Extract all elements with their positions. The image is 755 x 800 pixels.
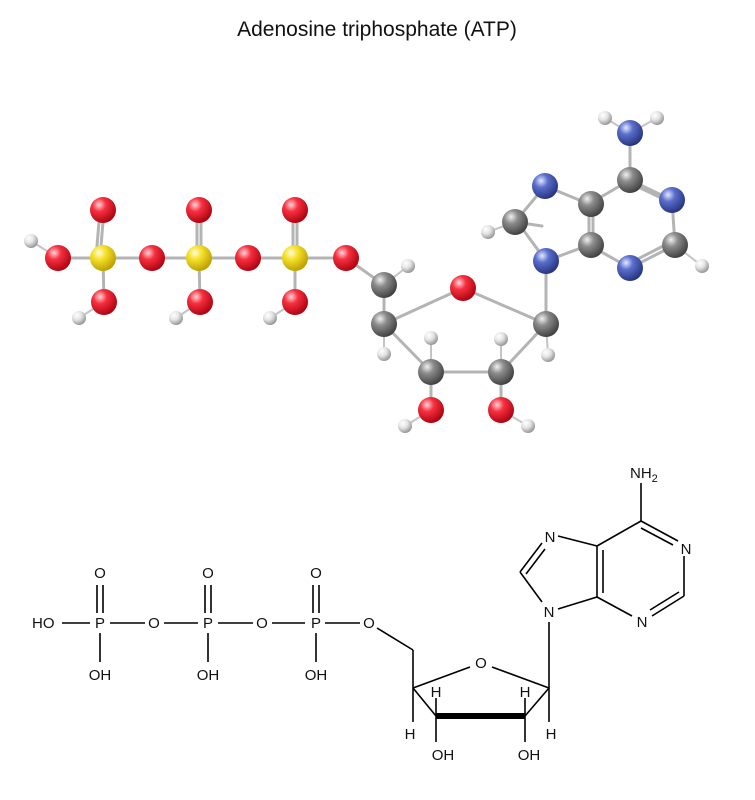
atom-oxygen <box>45 245 71 271</box>
structural-formula: HO P O OH O P O OH O P O OH O O H H H H … <box>32 465 691 764</box>
atom-hydrogen <box>424 331 438 345</box>
ball-and-stick-model <box>24 111 709 433</box>
atom-hydrogen <box>521 419 535 433</box>
atom-nitrogen <box>659 187 685 213</box>
atom-hydrogen <box>481 225 495 239</box>
atom-hydrogen <box>401 259 415 273</box>
atom-carbon <box>617 167 643 193</box>
atom-hydrogen <box>598 111 612 125</box>
label-h: H <box>405 726 416 743</box>
model-hydrogens <box>24 111 709 433</box>
label-o: O <box>202 565 214 582</box>
label-h: H <box>520 684 531 701</box>
atom-oxygen <box>333 245 359 271</box>
atom-oxygen <box>282 197 308 223</box>
label-oh: OH <box>197 667 220 684</box>
atom-hydrogen <box>169 311 183 325</box>
atom-oxygen <box>90 197 116 223</box>
atom-hydrogen <box>650 111 664 125</box>
atom-oxygen <box>450 275 476 301</box>
atom-oxygen <box>91 289 117 315</box>
atom-hydrogen <box>695 259 709 273</box>
atom-carbon <box>418 359 444 385</box>
atom-carbon <box>662 232 688 258</box>
atom-nitrogen <box>617 120 643 146</box>
atom-hydrogen <box>72 311 86 325</box>
atom-oxygen <box>187 289 213 315</box>
atom-oxygen <box>282 289 308 315</box>
label-n7: N <box>545 529 556 546</box>
atom-carbon <box>578 232 604 258</box>
label-n1: N <box>681 541 692 558</box>
atom-carbon <box>502 209 528 235</box>
atom-hydrogen <box>541 348 555 362</box>
label-o: O <box>94 565 106 582</box>
atom-nitrogen <box>533 248 559 274</box>
label-ring-o: O <box>475 655 487 672</box>
label-o: O <box>256 615 268 632</box>
atom-oxygen <box>186 197 212 223</box>
model-heavy-atoms <box>45 120 688 423</box>
atom-nitrogen <box>617 255 643 281</box>
atom-hydrogen <box>377 347 391 361</box>
label-p: P <box>311 615 321 632</box>
atom-oxygen <box>139 245 165 271</box>
label-o: O <box>310 565 322 582</box>
atom-phosphorus <box>282 245 308 271</box>
label-oh: OH <box>305 667 328 684</box>
atom-phosphorus <box>90 245 116 271</box>
atom-phosphorus <box>186 245 212 271</box>
atom-oxygen <box>235 245 261 271</box>
formula-bonds <box>62 483 685 742</box>
label-p: P <box>95 615 105 632</box>
label-ho: HO <box>32 615 55 632</box>
label-nh2-main: NH <box>630 465 652 482</box>
atom-hydrogen <box>398 419 412 433</box>
label-p: P <box>203 615 213 632</box>
label-o: O <box>148 615 160 632</box>
atom-oxygen <box>418 397 444 423</box>
atom-hydrogen <box>494 332 508 346</box>
atom-hydrogen <box>263 311 277 325</box>
label-h: H <box>546 726 557 743</box>
label-oh: OH <box>518 747 541 764</box>
atom-nitrogen <box>532 173 558 199</box>
label-oh: OH <box>432 747 455 764</box>
label-n3: N <box>637 614 648 631</box>
formula-labels: HO P O OH O P O OH O P O OH O O H H H H … <box>32 465 691 764</box>
atom-oxygen <box>488 397 514 423</box>
label-nh2-subscript: 2 <box>652 473 658 485</box>
model-bonds <box>30 117 703 427</box>
page-title: Adenosine triphosphate (ATP) <box>237 18 517 41</box>
label-o: O <box>363 615 375 632</box>
atom-carbon <box>488 359 514 385</box>
label-nh2: NH2 <box>630 465 658 485</box>
atom-carbon <box>371 272 397 298</box>
label-h: H <box>431 684 442 701</box>
atom-carbon <box>371 311 397 337</box>
label-n9: N <box>544 604 555 621</box>
atom-carbon <box>533 311 559 337</box>
label-oh: OH <box>89 667 112 684</box>
atom-hydrogen <box>24 234 38 248</box>
atom-carbon <box>578 191 604 217</box>
